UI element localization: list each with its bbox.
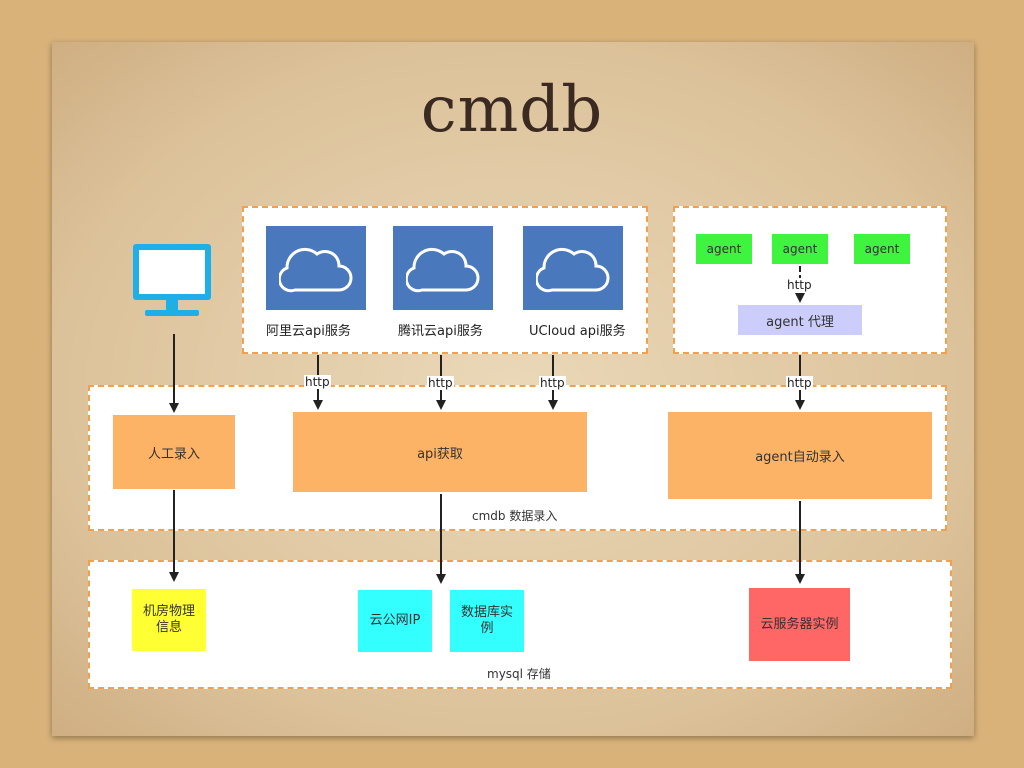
cloud-icon: [406, 247, 480, 293]
http-label-agents: http: [786, 278, 813, 292]
http-label-ucloud: http: [539, 376, 566, 390]
tencent-api-label: 腾讯云api服务: [398, 324, 483, 339]
agent-node-3: agent: [854, 234, 910, 264]
manual-entry-box: 人工录入: [113, 415, 235, 489]
agent-node-1: agent: [696, 234, 752, 264]
agent-node-2: agent: [772, 234, 828, 264]
public-ip-box: 云公网IP: [358, 590, 432, 652]
api-fetch-box: api获取: [293, 412, 587, 492]
db-instance-box: 数据库实例: [450, 590, 524, 652]
http-label-tencent: http: [427, 376, 454, 390]
cloud-icon: [279, 247, 353, 293]
page-title: cmdb: [420, 73, 604, 147]
cloud-icon: [536, 247, 610, 293]
tencent-cloud-tile: [393, 226, 493, 310]
mysql-storage-label: mysql 存储: [487, 667, 551, 681]
http-label-aliyun: http: [304, 375, 331, 389]
agent-proxy: agent 代理: [738, 305, 862, 335]
cmdb-ingest-label: cmdb 数据录入: [472, 509, 558, 523]
monitor-icon: [133, 244, 211, 316]
agent-auto-entry-box: agent自动录入: [668, 412, 932, 499]
aliyun-cloud-tile: [266, 226, 366, 310]
cloud-server-box: 云服务器实例: [749, 588, 850, 661]
ucloud-cloud-tile: [523, 226, 623, 310]
http-label-proxy: http: [786, 376, 813, 390]
aliyun-api-label: 阿里云api服务: [266, 324, 351, 339]
idc-info-box: 机房物理信息: [132, 589, 206, 651]
ucloud-api-label: UCloud api服务: [529, 324, 626, 339]
